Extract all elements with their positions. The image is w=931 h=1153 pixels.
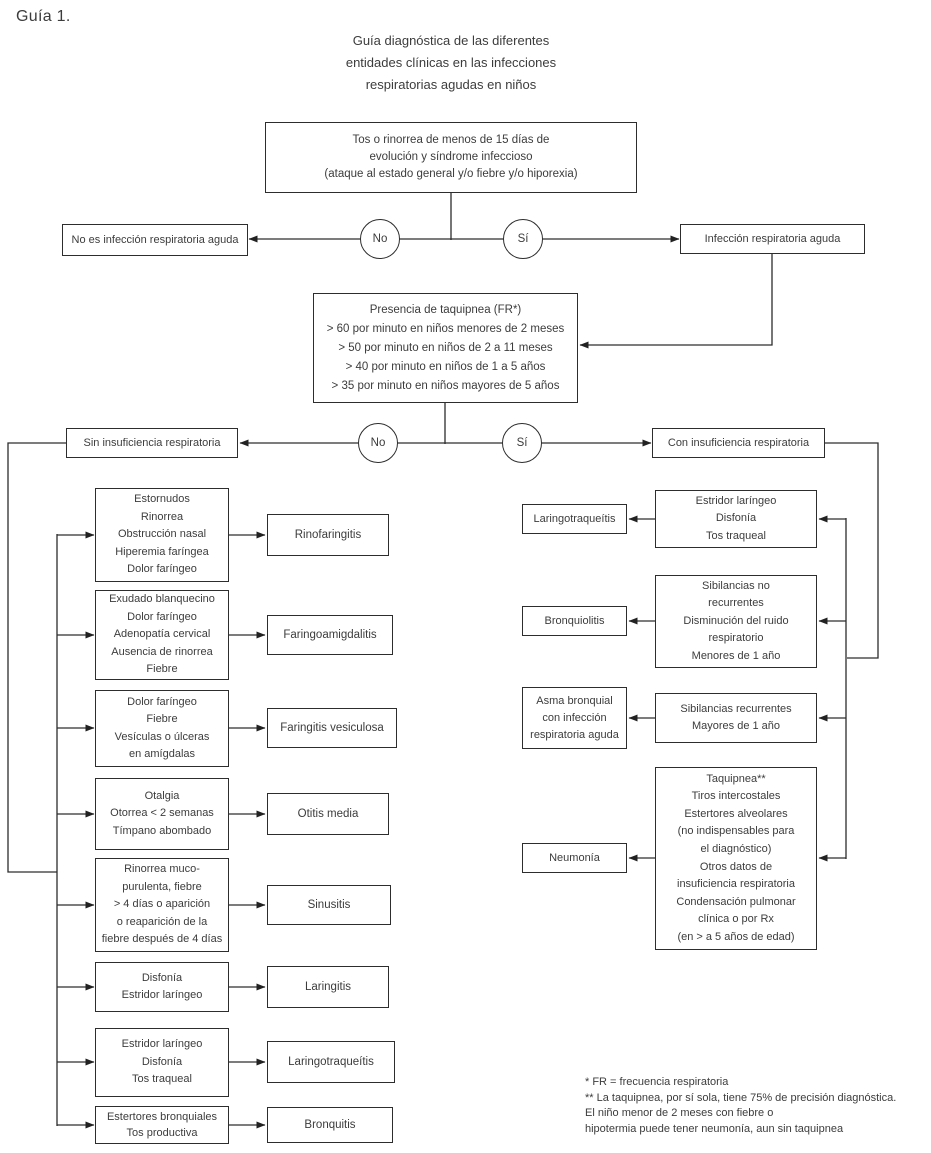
footnotes: * FR = frecuencia respiratoria ** La taq…: [585, 1076, 897, 1135]
diagnosis-box-rinofaringitis: Rinofaringitis: [267, 514, 389, 556]
diagnosis-box-laringitis: Laringitis: [267, 966, 389, 1008]
diagnosis-box-asma-bronquial: Asma bronquial con infección respiratori…: [522, 687, 627, 749]
taquipnea-criteria-box: Presencia de taquipnea (FR*) > 60 por mi…: [313, 293, 578, 403]
sin-insuficiencia-box: Sin insuficiencia respiratoria: [66, 428, 238, 458]
decision-no-1: No: [360, 219, 400, 259]
connector: [7, 442, 66, 873]
symptom-box-otitis-media: Otalgia Otorrea < 2 semanas Tímpano abom…: [95, 778, 229, 850]
symptom-box-laringitis: Disfonía Estridor laríngeo: [95, 962, 229, 1012]
diagnosis-box-neumonia: Neumonía: [522, 843, 627, 873]
symptom-box-laringotraqueitis-left: Estridor laríngeo Disfonía Tos traqueal: [95, 1028, 229, 1097]
diagnosis-box-laringotraqueitis-right: Laringotraqueítis: [522, 504, 627, 534]
con-insuficiencia-box: Con insuficiencia respiratoria: [652, 428, 825, 458]
symptom-box-neumonia: Taquipnea** Tiros intercostales Estertor…: [655, 767, 817, 950]
symptom-box-sinusitis: Rinorrea muco- purulenta, fiebre > 4 día…: [95, 858, 229, 952]
connector-arrow: [579, 254, 773, 349]
symptom-box-bronquiolitis: Sibilancias no recurrentes Disminución d…: [655, 575, 817, 668]
page-title: Guía diagnóstica de las diferentes entid…: [345, 33, 557, 92]
decision-si-2: Sí: [502, 423, 542, 463]
start-condition-box: Tos o rinorrea de menos de 15 días de ev…: [265, 122, 637, 193]
symptom-box-faringitis-vesiculosa: Dolor faríngeo Fiebre Vesículas o úlcera…: [95, 690, 229, 767]
symptom-box-faringoamigdalitis: Exudado blanquecino Dolor faríngeo Adeno…: [95, 590, 229, 680]
diagnosis-box-bronquiolitis: Bronquiolitis: [522, 606, 627, 636]
ira-box: Infección respiratoria aguda: [680, 224, 865, 254]
symptom-box-laringotraqueitis-right: Estridor laríngeo Disfonía Tos traqueal: [655, 490, 817, 548]
decision-si-1: Sí: [503, 219, 543, 259]
no-ira-box: No es infección respiratoria aguda: [62, 224, 248, 256]
diagnosis-box-bronquitis: Bronquitis: [267, 1107, 393, 1143]
symptom-box-asma-bronquial: Sibilancias recurrentes Mayores de 1 año: [655, 693, 817, 743]
symptom-box-bronquitis: Estertores bronquiales Tos productiva: [95, 1106, 229, 1144]
symptom-box-rinofaringitis: Estornudos Rinorrea Obstrucción nasal Hi…: [95, 488, 229, 582]
connector-group: [7, 193, 879, 1129]
connector: [825, 442, 879, 659]
figure-label: Guía 1.: [16, 8, 71, 25]
decision-no-2: No: [358, 423, 398, 463]
diagnosis-box-faringoamigdalitis: Faringoamigdalitis: [267, 615, 393, 655]
diagnosis-box-faringitis-vesiculosa: Faringitis vesiculosa: [267, 708, 397, 748]
diagnosis-box-otitis-media: Otitis media: [267, 793, 389, 835]
diagnosis-box-sinusitis: Sinusitis: [267, 885, 391, 925]
diagnosis-box-laringotraqueitis-left: Laringotraqueítis: [267, 1041, 395, 1083]
